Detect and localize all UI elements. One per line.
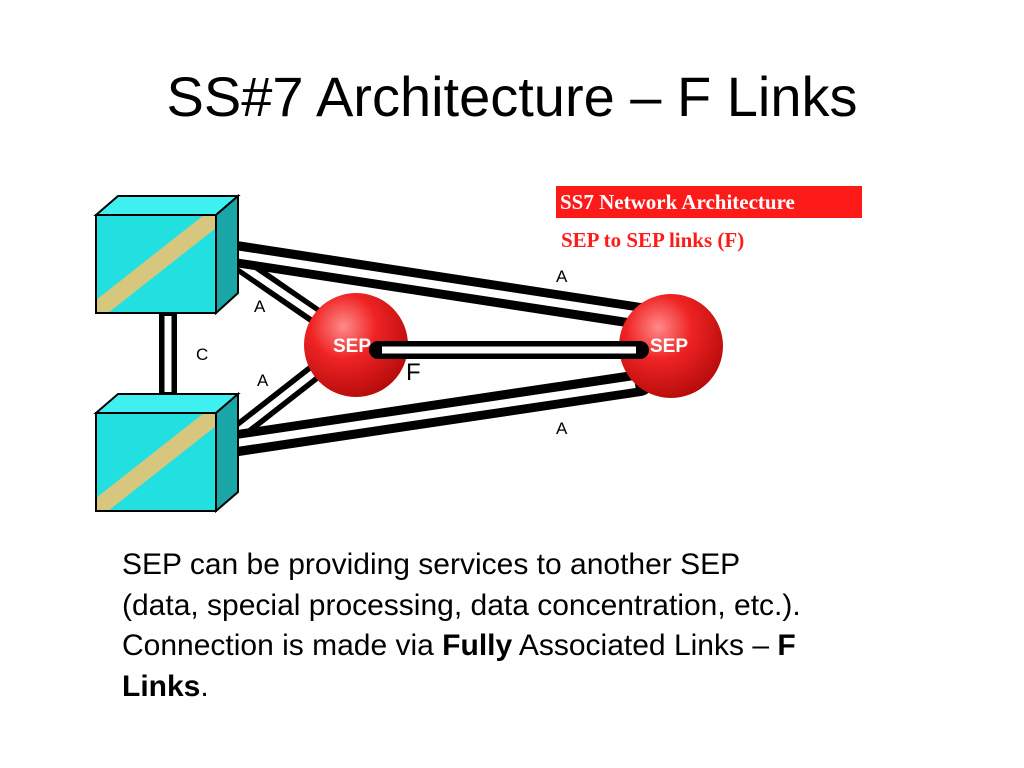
sep-left-label: SEP: [333, 336, 371, 357]
link-a-bottom-sepright: [205, 370, 653, 459]
body-bold-links: Links: [122, 669, 201, 703]
body-line-2: (data, special processing, data concentr…: [122, 588, 801, 622]
body-text-span: Associated Links –: [512, 629, 778, 662]
body-text-span: Connection is made via: [122, 629, 443, 662]
body-text: SEP can be providing services to another…: [122, 545, 922, 707]
body-bold-f: F: [777, 629, 796, 662]
legend-subtitle: SEP to SEP links (F): [561, 228, 745, 252]
body-line-4: Links.: [122, 667, 922, 708]
link-a-top-sepright: [210, 239, 653, 329]
link-label-a-2: A: [257, 371, 269, 390]
link-label-a-1: A: [254, 297, 266, 316]
sep-right-label: SEP: [650, 336, 688, 357]
stp-top-cube: [93, 193, 241, 316]
body-bold-fully: Fully: [442, 629, 513, 662]
stp-bottom-cube: [93, 391, 241, 514]
link-label-c: C: [196, 345, 208, 364]
sep-left-node: SEP: [304, 293, 408, 397]
slide-title: SS#7 Architecture – F Links: [166, 65, 858, 128]
link-label-a-4: A: [556, 419, 568, 438]
body-line-1: SEP can be providing services to another…: [122, 548, 741, 581]
link-label-a-3: A: [556, 267, 568, 286]
body-line-3: Connection is made via Fully Associated …: [122, 626, 922, 667]
sep-right-node: SEP: [619, 294, 723, 398]
link-label-f: F: [406, 359, 421, 386]
body-text-span: .: [200, 669, 209, 703]
legend-title: SS7 Network Architecture: [556, 186, 862, 218]
